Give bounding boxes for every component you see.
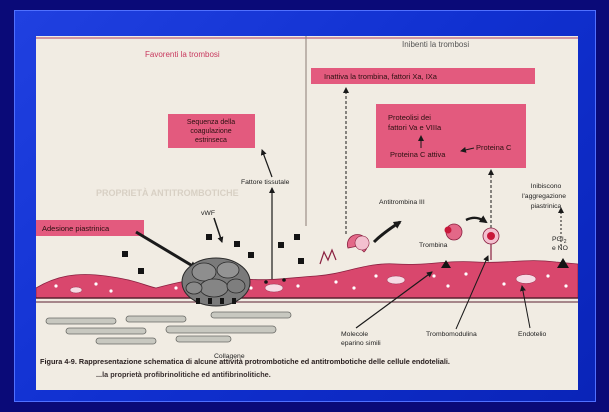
inhibit-label-2: l'aggregazione — [522, 193, 566, 200]
protein-c-label: Proteina C — [476, 143, 512, 152]
antithrombin-label: Antitrombina III — [379, 199, 425, 206]
textbook-figure: PROPRIETÀ ANTITROMBOTICHE Favorenti la t… — [36, 36, 578, 390]
proteolysis-label-2: fattori Va e VIIIa — [388, 123, 442, 132]
heparin-label-1: Molecole — [341, 331, 368, 338]
figure-caption: Figura 4-9. Rappresentazione schematica … — [40, 357, 580, 366]
extrinsic-label-3: estrinseca — [195, 137, 227, 144]
thrombin-label: Trombina — [419, 242, 448, 249]
pgi-label: PGI2 — [552, 236, 567, 245]
thrombin-arrow — [466, 218, 486, 222]
antithrombin-molecule — [347, 235, 369, 252]
collagen-fibers — [46, 312, 291, 344]
endothelium-label: Endotelio — [518, 331, 547, 338]
thrombin-molecule — [445, 224, 463, 240]
adhesion-arrow — [136, 232, 196, 268]
figure-caption-line2: ...la proprietà profibrinolitiche ed ant… — [96, 370, 576, 379]
inhibit-label-1: Inibiscono — [531, 183, 562, 190]
header-favoring: Favorenti la trombosi — [145, 50, 220, 59]
endothelium-diagram: PROPRIETÀ ANTITROMBOTICHE Favorenti la t… — [36, 36, 578, 390]
vwf-label: vWF — [201, 210, 215, 217]
heparin-label-2: eparino simili — [341, 340, 381, 347]
thrombomodulin-label: Trombomodulina — [426, 331, 477, 338]
proteolysis-label-1: Proteolisi dei — [388, 113, 431, 122]
vwf-arrow — [214, 218, 222, 242]
adhesion-label: Adesione piastrinica — [42, 224, 110, 233]
thrombomodulin-receptor — [483, 228, 499, 260]
tissue-factor-to-sequence-arrow — [262, 150, 272, 177]
header-inhibiting: Inibenti la trombosi — [402, 40, 469, 49]
extrinsic-label-2: coagulazione — [190, 128, 231, 135]
heparin-molecule-icon — [320, 250, 336, 264]
faint-background-text: PROPRIETÀ ANTITROMBOTICHE — [96, 188, 239, 198]
extrinsic-label-1: Sequenza della — [187, 119, 235, 126]
inhibit-label-3: piastrinica — [531, 203, 562, 210]
tissue-factor-label: Fattore tissutale — [241, 179, 290, 186]
pgi-text: PGI — [552, 236, 564, 243]
protein-c-active-label: Proteina C attiva — [390, 150, 446, 159]
antithrombin-binding-arrow — [374, 222, 400, 242]
platelet-aggregate — [182, 258, 250, 306]
endothelial-cell-layer — [36, 261, 578, 302]
inactivates-label: Inattiva la trombina, fattori Xa, IXa — [324, 72, 438, 81]
no-label: e NO — [552, 245, 568, 252]
